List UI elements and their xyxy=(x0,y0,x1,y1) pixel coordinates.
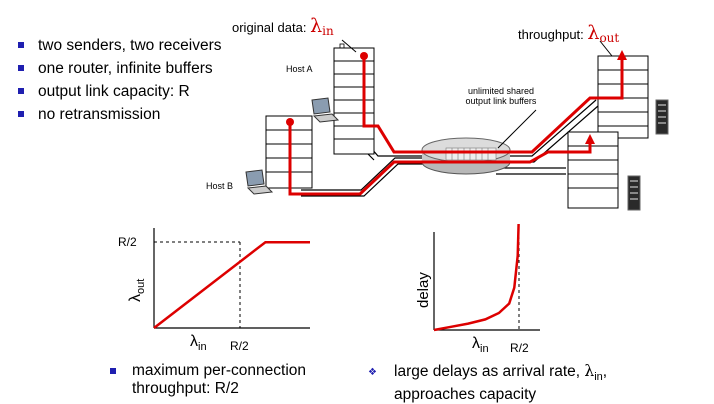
bullet-text: two senders, two receivers xyxy=(38,37,222,54)
throughput-chart: R/2 R/2 λin λout xyxy=(118,228,310,353)
router xyxy=(421,137,511,175)
throughput-line xyxy=(153,240,310,329)
laptop-icon xyxy=(311,97,340,123)
bullet-text: output link capacity: R xyxy=(38,83,190,100)
host-a-buffer xyxy=(333,43,375,155)
bullet-item: two senders, two receivers xyxy=(18,36,278,55)
bullet-text: no retransmission xyxy=(38,106,161,123)
throughput-label: throughput: λout xyxy=(518,22,620,45)
output-link xyxy=(496,99,599,175)
arrowhead-icon xyxy=(617,50,627,60)
bullet-marker xyxy=(18,88,24,94)
delay-chart: R/2 λin delay xyxy=(415,223,540,355)
y-tick-label: R/2 xyxy=(118,235,137,249)
bullet-item: one router, infinite buffers xyxy=(18,59,278,78)
server-icon xyxy=(655,99,669,135)
delay-note: ❖ large delays as arrival rate, λin, app… xyxy=(368,362,608,404)
bullet-list: two senders, two receivers one router, i… xyxy=(18,36,278,128)
throughput-note: maximum per-connection throughput: R/2 xyxy=(110,362,392,398)
bullet-item: output link capacity: R xyxy=(18,82,278,101)
x-axis-label: λin xyxy=(472,335,489,355)
lambda-out-symbol: λout xyxy=(587,22,620,45)
bullet-item: no retransmission xyxy=(18,105,278,124)
lambda-in-symbol: λin xyxy=(310,15,334,38)
server-icon xyxy=(627,175,641,211)
arrowhead-icon xyxy=(585,134,595,144)
host-a-source-dot xyxy=(360,52,368,60)
diamond-bullet-icon: ❖ xyxy=(368,367,377,378)
host-b-source-dot xyxy=(286,118,294,126)
delay-curve xyxy=(433,223,520,332)
y-axis-label: delay xyxy=(415,272,432,308)
svg-text:λout: λout xyxy=(127,279,147,302)
bullet-text: one router, infinite buffers xyxy=(38,60,213,77)
bullet-marker xyxy=(18,42,24,48)
y-axis-label: λout xyxy=(127,279,147,302)
bullet-marker xyxy=(18,111,24,117)
original-data-label: original data: λin xyxy=(232,15,334,38)
label-pointer xyxy=(497,109,537,149)
data-flow-paths xyxy=(288,56,624,196)
bullet-marker xyxy=(110,368,116,374)
buffer-label: unlimited shared output link buffers xyxy=(465,86,537,106)
receiver-2-buffer xyxy=(567,131,619,209)
bullet-marker xyxy=(18,65,24,71)
laptop-icon xyxy=(245,169,274,195)
label-pointer xyxy=(599,40,613,57)
host-b-label: Host B xyxy=(206,181,234,191)
network-diagram xyxy=(245,39,669,211)
x-tick-label: R/2 xyxy=(510,341,529,355)
x-axis-label: λin xyxy=(190,333,207,353)
x-tick-label: R/2 xyxy=(230,339,249,353)
label-pointer xyxy=(341,39,357,53)
host-b-link xyxy=(301,157,436,197)
host-a-label: Host A xyxy=(286,64,313,74)
